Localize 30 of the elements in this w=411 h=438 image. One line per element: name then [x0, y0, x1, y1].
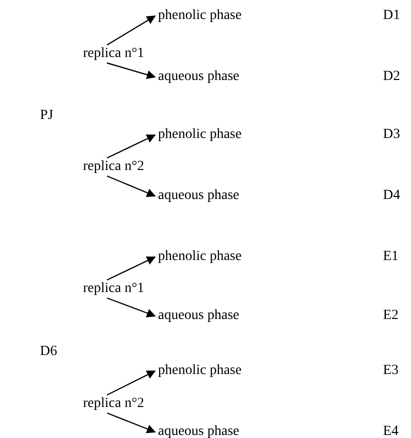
group-label: D6: [40, 344, 58, 360]
arrow: [106, 256, 156, 281]
arrow: [106, 62, 156, 80]
node-label: aqueous phase: [158, 188, 240, 204]
arrow: [106, 15, 156, 46]
node-label: aqueous phase: [158, 424, 240, 438]
sample-code: D1: [383, 8, 400, 24]
sample-code: D3: [383, 127, 400, 143]
node-label: replica n°1: [83, 281, 144, 297]
arrow: [106, 175, 156, 198]
node-label: replica n°2: [83, 159, 144, 175]
node-label: phenolic phase: [158, 249, 242, 265]
node-label: phenolic phase: [158, 363, 242, 379]
sample-code: D2: [383, 69, 400, 85]
arrow: [106, 370, 156, 396]
sample-code: E3: [383, 363, 399, 379]
node-label: aqueous phase: [158, 308, 240, 324]
sample-code: E2: [383, 308, 399, 324]
sample-code: E1: [383, 249, 399, 265]
group-label: PJ: [40, 108, 54, 124]
arrow: [106, 134, 156, 159]
sample-code: E4: [383, 424, 399, 438]
node-label: phenolic phase: [158, 8, 242, 24]
arrow: [106, 297, 156, 318]
node-label: replica n°1: [83, 46, 144, 62]
node-label: replica n°2: [83, 396, 144, 412]
arrow: [106, 412, 156, 434]
node-label: phenolic phase: [158, 127, 242, 143]
node-label: aqueous phase: [158, 69, 240, 85]
sample-code: D4: [383, 188, 400, 204]
